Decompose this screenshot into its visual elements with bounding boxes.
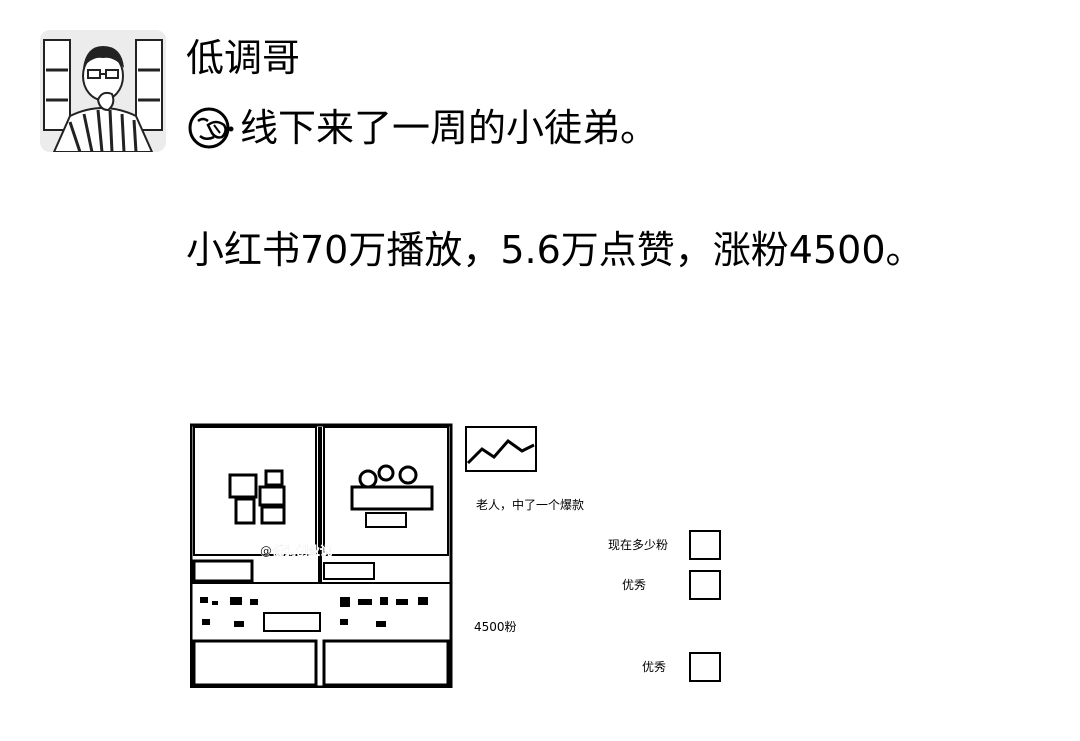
attached-image[interactable]: @低调创业说 老人，中了一个爆款 现在多少粉 优秀 [189, 423, 730, 689]
facepalm-emoji-icon [186, 103, 236, 153]
video-watermark: @低调创业说 [260, 543, 332, 558]
chat-avatar-icon [689, 570, 721, 600]
video-tag-left [192, 559, 254, 583]
stat-button [263, 612, 321, 632]
chat-message-3: 优秀 [622, 578, 646, 592]
author-name[interactable]: 低调哥 [186, 36, 301, 80]
chat-message-5: 优秀 [642, 660, 666, 674]
chat-message-2: 现在多少粉 [608, 538, 668, 552]
chat-avatar-icon [689, 530, 721, 560]
chat-thread: 老人，中了一个爆款 现在多少粉 优秀 4500粉 优秀 [465, 426, 721, 682]
avatar[interactable] [40, 30, 166, 152]
video-thumbnail-right [350, 464, 434, 528]
avatar-image [40, 30, 166, 152]
post-text-line-1: 线下来了一周的小徒弟。 [186, 100, 658, 156]
video-thumbnail-left [228, 469, 286, 525]
chat-avatar-icon [689, 652, 721, 682]
post-text-line-2: 小红书70万播放，5.6万点赞，涨粉4500。 [186, 228, 924, 272]
post-text-line-1-text: 线下来了一周的小徒弟。 [240, 106, 659, 150]
video-tag-right [323, 562, 375, 580]
chat-message-4: 4500粉 [474, 620, 517, 634]
chat-message-1: 老人，中了一个爆款 [476, 497, 584, 512]
attached-image-content: @低调创业说 老人，中了一个爆款 现在多少粉 优秀 [189, 423, 730, 689]
